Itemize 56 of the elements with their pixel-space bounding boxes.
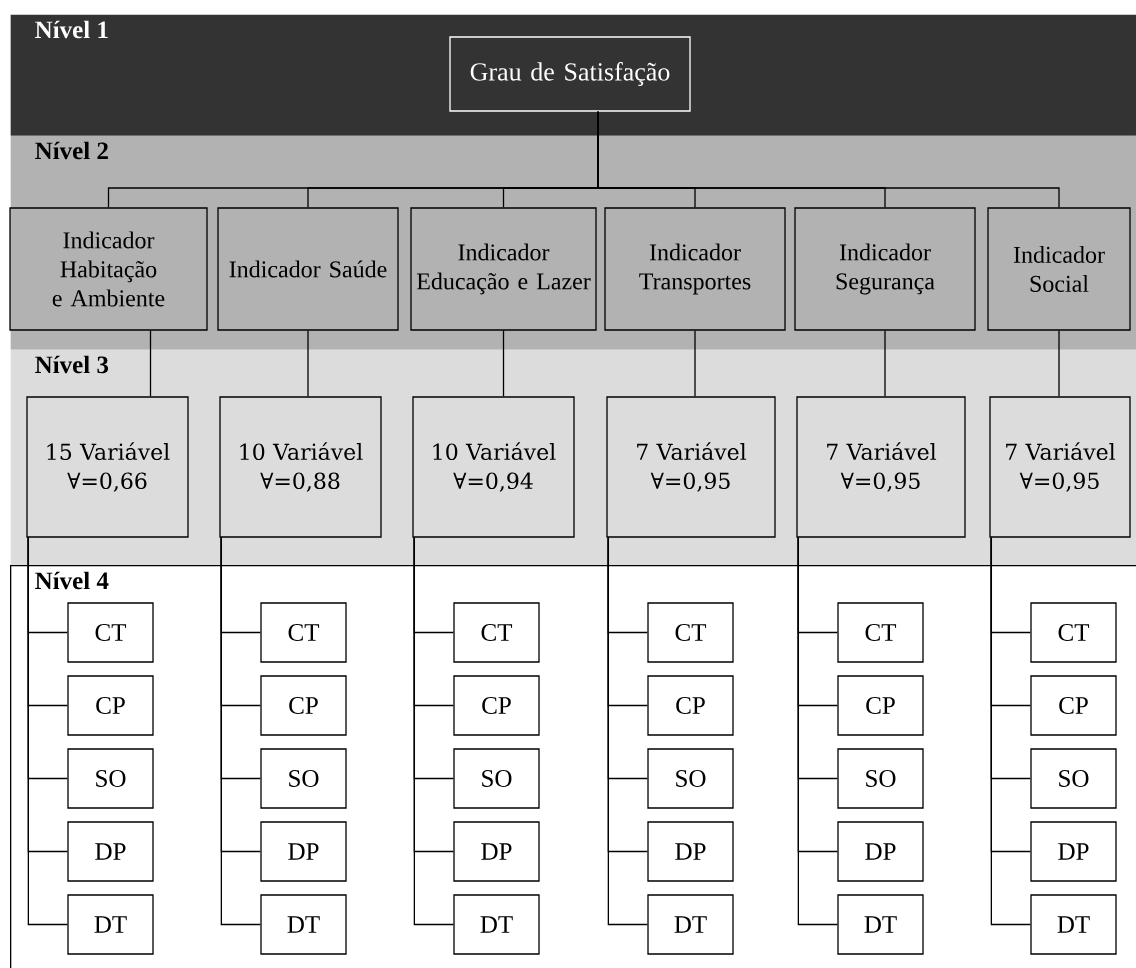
category-box: CT [453, 602, 540, 663]
category-box: DP [67, 821, 154, 882]
category-box: CP [837, 675, 924, 736]
category-box: DT [453, 894, 540, 955]
category-box: DT [260, 894, 347, 955]
variable-box: 7 Variável ∀=0,95 [989, 396, 1131, 538]
variable-box: 15 Variável ∀=0,66 [26, 396, 189, 538]
category-box: SO [647, 748, 734, 809]
variable-box: 7 Variável ∀=0,95 [606, 396, 776, 538]
category-box: DT [837, 894, 924, 955]
connector-line [502, 330, 505, 397]
indicator-box: Indicador Educação e Lazer [410, 207, 597, 331]
connector-line [607, 537, 648, 926]
variable-box: 10 Variável ∀=0,94 [412, 396, 575, 538]
category-box: CT [1030, 602, 1117, 663]
category-box: CT [647, 602, 734, 663]
category-box: SO [837, 748, 924, 809]
category-box: DP [647, 821, 734, 882]
indicator-box: Indicador Saúde [217, 207, 399, 331]
connector-line [694, 330, 696, 397]
connector-line [27, 537, 68, 926]
category-box: CP [67, 675, 154, 736]
category-box: SO [67, 748, 154, 809]
category-box: CT [837, 602, 924, 663]
indicator-box: Indicador Habitação e Ambiente [9, 207, 208, 331]
category-box: SO [260, 748, 347, 809]
category-box: SO [1030, 748, 1117, 809]
category-box: CP [647, 675, 734, 736]
indicator-box: Indicador Social [987, 207, 1131, 331]
category-box: DP [260, 821, 347, 882]
connector-line [797, 537, 838, 926]
category-box: CT [67, 602, 154, 663]
category-box: CP [453, 675, 540, 736]
variable-box: 7 Variável ∀=0,95 [796, 396, 966, 538]
category-box: DT [647, 894, 734, 955]
category-box: DP [837, 821, 924, 882]
indicator-box: Indicador Transportes [604, 207, 786, 331]
variable-box: 10 Variável ∀=0,88 [219, 396, 382, 538]
indicator-box: Indicador Segurança [794, 207, 976, 331]
connector-line [149, 330, 152, 397]
category-box: DP [1030, 821, 1117, 882]
connector-line [597, 111, 1060, 208]
category-box: CT [260, 602, 347, 663]
category-box: CP [260, 675, 347, 736]
category-box: DT [67, 894, 154, 955]
connector-line [220, 537, 261, 926]
connector-line [413, 537, 454, 926]
category-box: DT [1030, 894, 1117, 955]
connector-line [884, 330, 886, 397]
connector-line [307, 330, 309, 397]
category-box: CP [1030, 675, 1117, 736]
category-box: SO [453, 748, 540, 809]
connector-line [1058, 330, 1060, 397]
connector-line [990, 537, 1031, 926]
root-box: Grau de Satisfação [449, 36, 691, 112]
category-box: DP [453, 821, 540, 882]
